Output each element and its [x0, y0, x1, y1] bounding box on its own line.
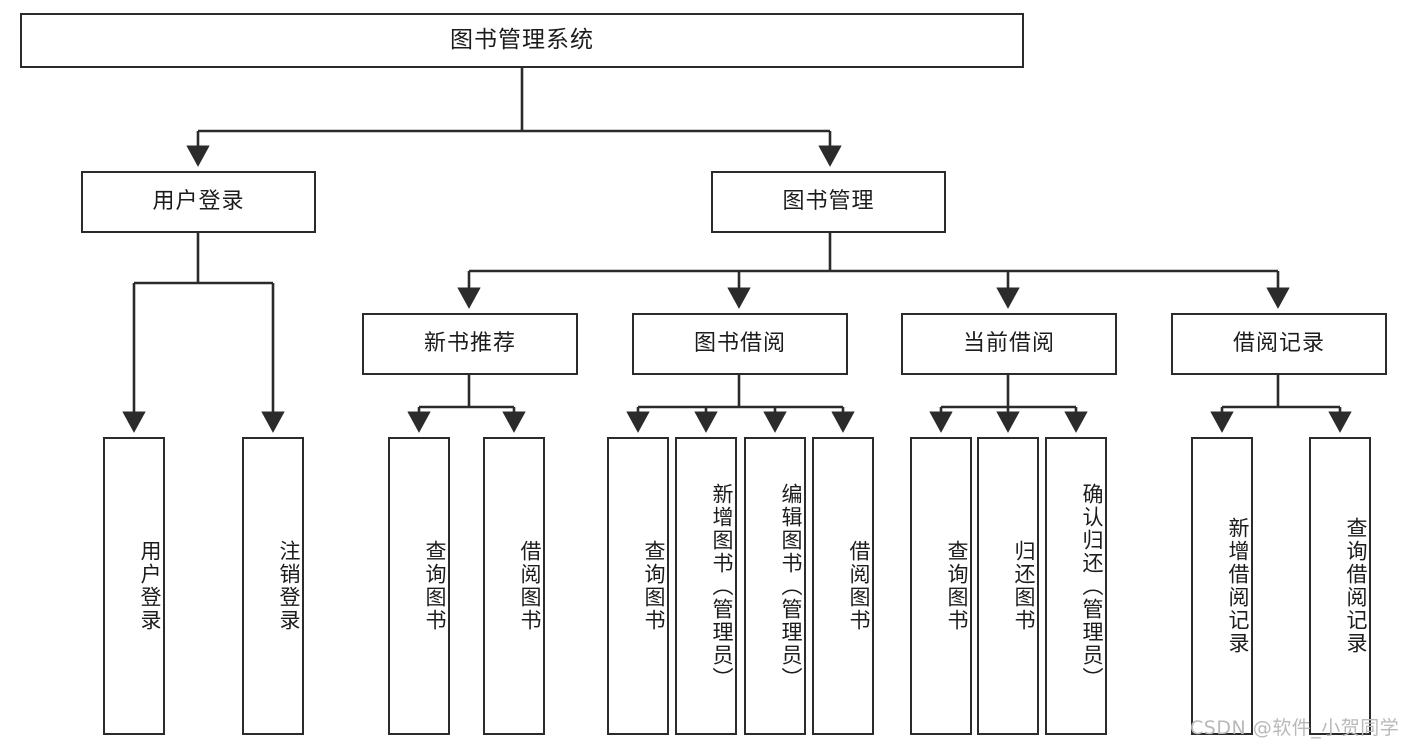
- node-new-book-recommend-label: 新书推荐: [423, 330, 516, 356]
- leaf-user-login-signin[interactable]: 用户登录: [103, 437, 165, 735]
- leaf-current-borrow-query[interactable]: 查询图书: [910, 437, 972, 735]
- leaf-label: 编辑图书（管理员）: [779, 482, 803, 690]
- node-book-manage-label: 图书管理: [782, 188, 875, 214]
- node-borrow-record[interactable]: 借阅记录: [1171, 313, 1387, 375]
- leaf-borrow-record-add[interactable]: 新增借阅记录: [1191, 437, 1253, 735]
- leaf-book-borrow-edit[interactable]: 编辑图书（管理员）: [744, 437, 806, 735]
- node-current-borrow[interactable]: 当前借阅: [901, 313, 1117, 375]
- leaf-borrow-record-query[interactable]: 查询借阅记录: [1309, 437, 1371, 735]
- leaf-new-book-query[interactable]: 查询图书: [388, 437, 450, 735]
- leaf-label: 归还图书: [1012, 540, 1036, 632]
- node-user-login[interactable]: 用户登录: [81, 171, 316, 233]
- node-current-borrow-label: 当前借阅: [962, 330, 1055, 356]
- leaf-current-borrow-return[interactable]: 归还图书: [977, 437, 1039, 735]
- node-new-book-recommend[interactable]: 新书推荐: [362, 313, 578, 375]
- watermark: CSDN @软件_小贺同学: [1190, 717, 1400, 739]
- node-root-label: 图书管理系统: [450, 26, 594, 53]
- node-user-login-label: 用户登录: [152, 188, 245, 214]
- leaf-label: 注销登录: [277, 540, 301, 632]
- leaf-label: 新增图书（管理员）: [710, 482, 734, 690]
- leaf-current-borrow-confirm[interactable]: 确认归还（管理员）: [1045, 437, 1107, 735]
- node-book-borrow[interactable]: 图书借阅: [632, 313, 848, 375]
- node-book-borrow-label: 图书借阅: [693, 330, 786, 356]
- leaf-book-borrow-add[interactable]: 新增图书（管理员）: [675, 437, 737, 735]
- leaf-label: 新增借阅记录: [1226, 517, 1250, 655]
- leaf-label: 查询图书: [423, 540, 447, 632]
- leaf-book-borrow-borrow[interactable]: 借阅图书: [812, 437, 874, 735]
- leaf-label: 借阅图书: [518, 540, 542, 632]
- leaf-user-login-signout[interactable]: 注销登录: [242, 437, 304, 735]
- leaf-new-book-borrow[interactable]: 借阅图书: [483, 437, 545, 735]
- leaf-label: 确认归还（管理员）: [1080, 482, 1104, 690]
- node-borrow-record-label: 借阅记录: [1232, 330, 1325, 356]
- node-root[interactable]: 图书管理系统: [20, 13, 1024, 68]
- leaf-label: 查询图书: [945, 540, 969, 632]
- leaf-label: 借阅图书: [847, 540, 871, 632]
- leaf-book-borrow-query[interactable]: 查询图书: [607, 437, 669, 735]
- leaf-label: 用户登录: [138, 540, 162, 632]
- node-book-manage[interactable]: 图书管理: [711, 171, 946, 233]
- leaf-label: 查询图书: [642, 540, 666, 632]
- leaf-label: 查询借阅记录: [1344, 517, 1368, 655]
